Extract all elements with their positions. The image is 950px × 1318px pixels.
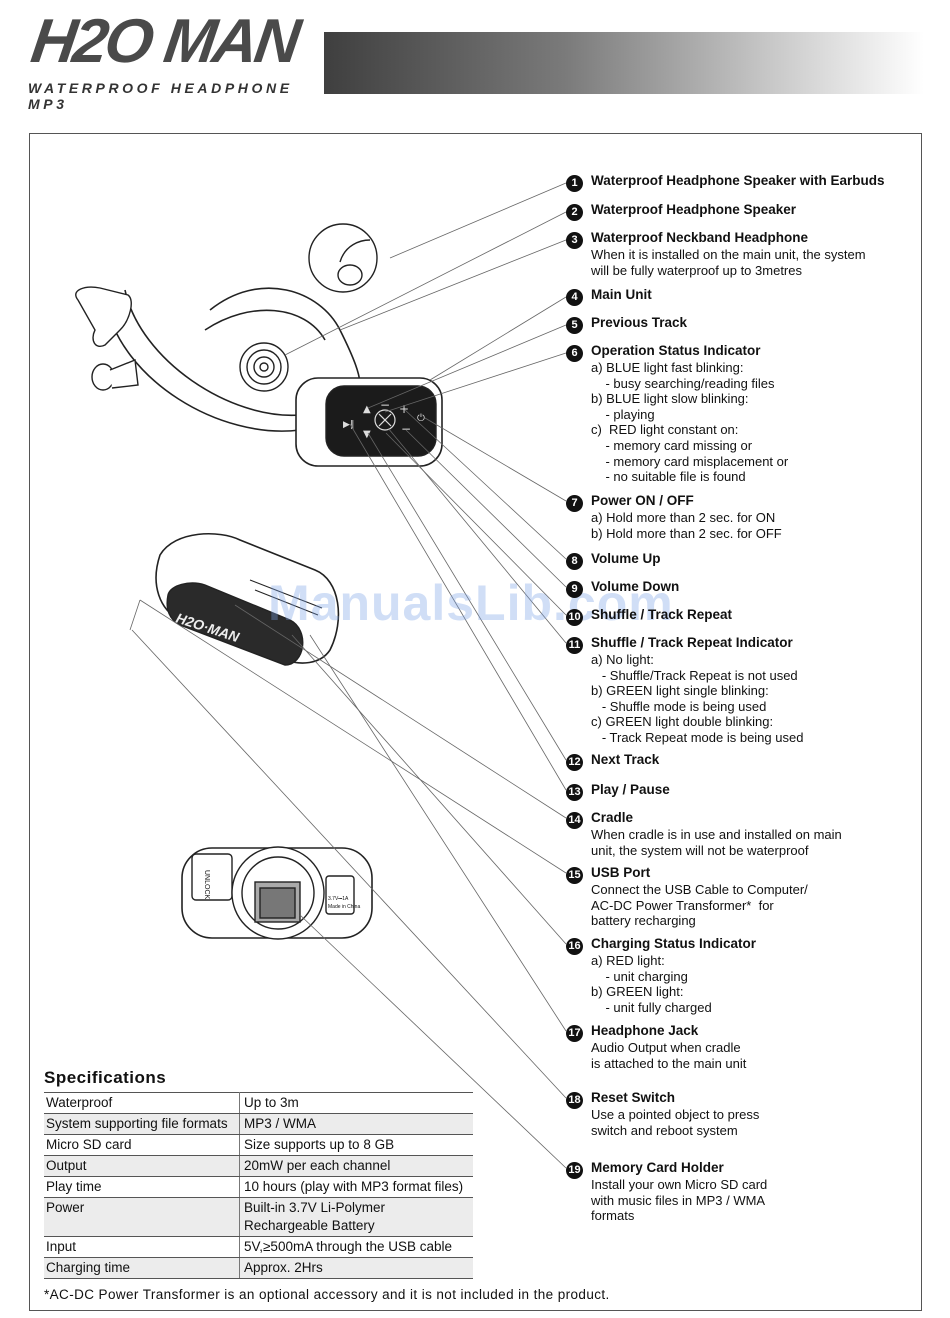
spec-value: 20mW per each channel [239,1155,473,1177]
item-description: When it is installed on the main unit, t… [591,247,866,278]
item-title: Volume Down [591,579,680,594]
item-title: Previous Track [591,315,688,330]
spec-key: Output [44,1155,240,1177]
svg-text:−: − [380,398,390,412]
item-number: 10 [566,609,583,626]
item-title: Memory Card Holder [591,1160,724,1175]
item-description: Connect the USB Cable to Computer/ AC-DC… [591,882,808,929]
item-title: Volume Up [591,551,661,566]
item-number: 15 [566,867,583,884]
item-number: 8 [566,553,583,570]
item-title: Play / Pause [591,782,670,797]
item-number: 2 [566,204,583,221]
unlock-label: UNLOCK [203,870,210,900]
item-title: Operation Status Indicator [591,343,761,358]
svg-text:−: − [401,422,411,436]
spec-value: Approx. 2Hrs [239,1257,473,1279]
spec-key: Input [44,1236,240,1258]
item-number: 11 [566,637,583,654]
item-title: Charging Status Indicator [591,936,757,951]
item-number: 19 [566,1162,583,1179]
item-number: 13 [566,784,583,801]
spec-key: Play time [44,1176,240,1198]
brand-tagline: WATERPROOF HEADPHONE MP3 [28,80,293,112]
item-title: Reset Switch [591,1090,676,1105]
item-number: 5 [566,317,583,334]
item-title: Waterproof Headphone Speaker [591,202,797,217]
spec-key: Waterproof [44,1092,240,1114]
spec-row: Charging time Approx. 2Hrs [44,1257,473,1279]
item-number: 6 [566,345,583,362]
spec-key: Micro SD card [44,1134,240,1156]
svg-text:▼: ▼ [363,429,371,440]
item-number: 17 [566,1025,583,1042]
item-title: Power ON / OFF [591,493,694,508]
made-in-label: Made in China [328,904,360,910]
header-gradient-bar [324,32,924,94]
item-title: Main Unit [591,287,652,302]
item-number: 1 [566,175,583,192]
spec-row: Play time 10 hours (play with MP3 format… [44,1176,473,1198]
spec-row: Output 20mW per each channel [44,1155,473,1177]
item-description: Use a pointed object to press switch and… [591,1107,760,1138]
spec-value-line: Built-in 3.7V Li-Polymer [244,1200,386,1215]
item-title: Next Track [591,752,660,767]
spec-row: System supporting file formats MP3 / WMA [44,1113,473,1135]
item-number: 12 [566,754,583,771]
svg-text:+: + [399,402,409,416]
item-description: a) RED light: - unit charging b) GREEN l… [591,953,712,1015]
item-number: 3 [566,232,583,249]
spec-value: 5V,≥500mA through the USB cable [239,1236,473,1258]
item-number: 14 [566,812,583,829]
item-title: USB Port [591,865,651,880]
item-description: When cradle is in use and installed on m… [591,827,842,858]
svg-text:▲: ▲ [363,404,371,415]
leader-lines [129,182,567,1169]
item-description: Audio Output when cradle is attached to … [591,1040,747,1071]
spec-value: 10 hours (play with MP3 format files) [239,1176,473,1198]
spec-value: Size supports up to 8 GB [239,1134,473,1156]
item-title: Waterproof Neckband Headphone [591,230,809,245]
brand-logo: H2O MAN WATERPROOF HEADPHONE MP3 [27,6,318,112]
item-title: Shuffle / Track Repeat [591,607,733,622]
item-number: 16 [566,938,583,955]
spec-value-line: Rechargeable Battery [244,1218,375,1233]
footnote: *AC-DC Power Transformer is an optional … [44,1287,610,1302]
item-description: a) Hold more than 2 sec. for ON b) Hold … [591,510,782,541]
content-frame [29,133,922,1311]
item-description: Install your own Micro SD card with musi… [591,1177,768,1224]
spec-row: Input 5V,≥500mA through the USB cable [44,1236,473,1258]
item-description: a) No light: - Shuffle/Track Repeat is n… [591,652,804,745]
item-description: a) BLUE light fast blinking: - busy sear… [591,360,789,485]
spec-row: Micro SD card Size supports up to 8 GB [44,1134,473,1156]
svg-text:⏻: ⏻ [417,413,425,424]
spec-key: Charging time [44,1257,240,1279]
spec-value: Up to 3m [239,1092,473,1114]
svg-text:▶‖: ▶‖ [343,420,354,430]
item-title: Shuffle / Track Repeat Indicator [591,635,793,650]
item-number: 4 [566,289,583,306]
item-number: 7 [566,495,583,512]
specifications-table: Waterproof Up to 3m System supporting fi… [44,1092,473,1279]
item-number: 18 [566,1092,583,1109]
watermark: ManualsLib.com [268,575,674,631]
item-title: Waterproof Headphone Speaker with Earbud… [591,173,885,188]
spec-value: MP3 / WMA [239,1113,473,1135]
battery-spec-label: 3.7V⎓1A [328,896,349,902]
spec-key: System supporting file formats [44,1113,240,1135]
specifications-heading: Specifications [44,1068,167,1087]
spec-row: Waterproof Up to 3m [44,1092,473,1114]
item-title: Cradle [591,810,634,825]
spec-key: Power [44,1197,240,1237]
item-title: Headphone Jack [591,1023,699,1038]
item-number: 9 [566,581,583,598]
